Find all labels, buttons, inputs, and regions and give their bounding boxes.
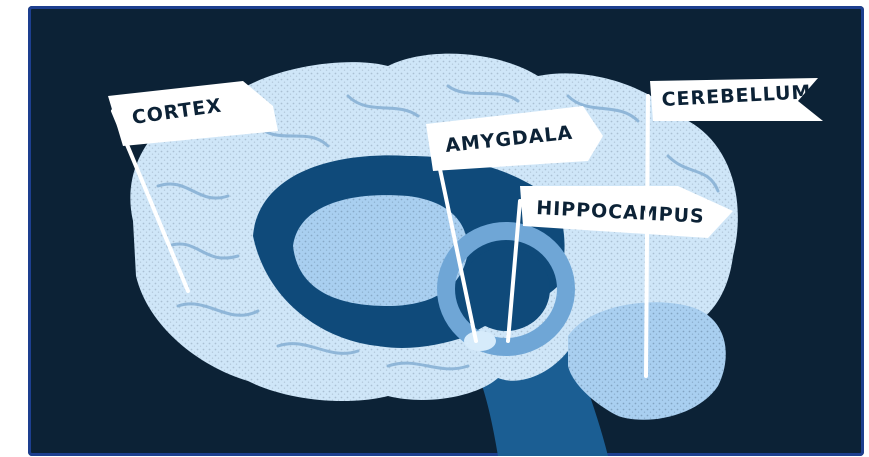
- brain-illustration: CORTEX AMYGDALA HIPPOCAMPUS CEREBELLUM: [28, 6, 864, 456]
- amygdala-shape: [464, 331, 496, 351]
- illustration-frame: CORTEX AMYGDALA HIPPOCAMPUS CEREBELLUM: [28, 6, 864, 456]
